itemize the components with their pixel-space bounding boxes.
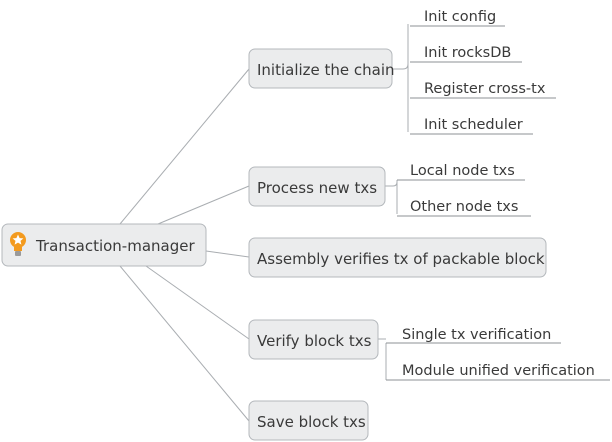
branch-label-initialize-chain: Initialize the chain: [257, 61, 395, 79]
leaf-module-unified-verification[interactable]: Module unified verification: [386, 363, 610, 381]
branch-1-connectors: [385, 180, 398, 214]
branch-node-assembly-verifies[interactable]: Assembly verifies tx of packable block: [248, 237, 547, 278]
connector-root-branch-3: [145, 265, 250, 340]
branch-label-save-block-txs: Save block txs: [257, 413, 366, 431]
leaf-local-node-txs[interactable]: Local node txs: [397, 163, 525, 181]
branch-label-process-new-txs: Process new txs: [257, 179, 377, 197]
leaf-label-init-config: Init config: [424, 9, 496, 25]
connector-root-branch-0: [119, 68, 250, 225]
branch-node-verify-block-txs[interactable]: Verify block txs: [248, 319, 379, 360]
connector-root-branch-2: [205, 250, 250, 258]
leaf-init-config[interactable]: Init config: [410, 9, 505, 27]
connector-branch-1-joint: [392, 181, 398, 187]
connector-branch-0-joint: [402, 63, 409, 70]
leaf-register-cross-tx[interactable]: Register cross-tx: [410, 81, 556, 99]
leaf-label-single-tx-verification: Single tx verification: [402, 327, 551, 343]
leaf-label-local-node-txs: Local node txs: [410, 163, 515, 179]
leaf-label-init-rocksdb: Init rocksDB: [424, 45, 511, 61]
connector-root-branch-1: [157, 185, 250, 225]
branch-node-save-block-txs[interactable]: Save block txs: [248, 400, 369, 441]
leaf-init-scheduler[interactable]: Init scheduler: [410, 117, 533, 135]
root-connectors: [119, 68, 250, 422]
leaf-single-tx-verification[interactable]: Single tx verification: [386, 327, 561, 344]
branch-box-assembly-verifies[interactable]: [248, 237, 547, 278]
branch-box-process-new-txs[interactable]: [248, 166, 386, 207]
lightbulb-icon: [10, 232, 26, 256]
branch-label-assembly-verifies: Assembly verifies tx of packable block: [257, 250, 545, 268]
root-node-box[interactable]: [1, 223, 207, 267]
leaf-init-rocksdb[interactable]: Init rocksDB: [410, 45, 522, 63]
leaf-label-init-scheduler: Init scheduler: [424, 117, 523, 133]
branch-box-save-block-txs[interactable]: [248, 400, 369, 441]
branch-node-initialize-chain[interactable]: Initialize the chain: [248, 48, 395, 89]
root-node[interactable]: Transaction-manager: [1, 223, 207, 267]
branch-label-verify-block-txs: Verify block txs: [257, 332, 372, 350]
branch-node-process-new-txs[interactable]: Process new txs: [248, 166, 386, 207]
branch-3-connectors: [378, 338, 387, 380]
leaf-other-node-txs[interactable]: Other node txs: [397, 199, 531, 217]
connector-root-branch-4: [119, 265, 250, 422]
leaf-label-other-node-txs: Other node txs: [410, 199, 518, 215]
branch-box-initialize-chain[interactable]: [248, 48, 393, 89]
branch-0-connectors: [392, 24, 409, 132]
leaf-label-module-unified-verification: Module unified verification: [402, 363, 595, 379]
root-label: Transaction-manager: [35, 237, 195, 255]
leaf-label-register-cross-tx: Register cross-tx: [424, 81, 546, 97]
branch-box-verify-block-txs[interactable]: [248, 319, 379, 360]
